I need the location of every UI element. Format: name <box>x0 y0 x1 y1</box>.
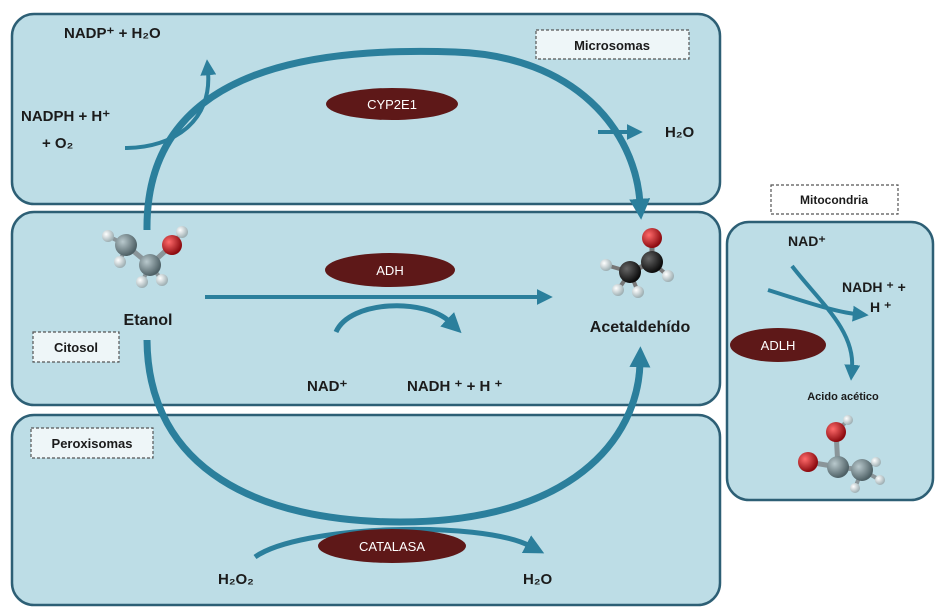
svg-text:Microsomas: Microsomas <box>574 38 650 53</box>
nadph-label: NADPH + H⁺ <box>21 108 110 125</box>
adh-enzyme: ADH <box>325 253 455 287</box>
ethanol-molecule-icon <box>102 226 188 288</box>
mito-h-label: H ⁺ <box>870 299 891 315</box>
microsome-cofactor-arrow <box>124 59 217 150</box>
catalase-pathway-arrow <box>143 339 651 526</box>
catalase-enzyme: CATALASA <box>318 529 466 563</box>
svg-text:ADLH: ADLH <box>761 338 796 353</box>
svg-text:Citosol: Citosol <box>54 340 98 355</box>
mito-nad-label: NAD⁺ <box>788 233 826 249</box>
svg-text:Peroxisomas: Peroxisomas <box>52 436 133 451</box>
svg-text:ADH: ADH <box>376 263 403 278</box>
svg-text:Mitocondria: Mitocondria <box>800 193 868 207</box>
cyp2e1-enzyme: CYP2E1 <box>326 88 458 120</box>
mitochondria-cofactor-arrow <box>767 288 869 322</box>
adlh-enzyme: ADLH <box>730 328 826 362</box>
svg-text:CYP2E1: CYP2E1 <box>367 97 417 112</box>
mitochondria-main-arrow <box>790 264 861 381</box>
adh-nadh-label: NADH ⁺ + H ⁺ <box>407 378 503 395</box>
hydrogen-peroxide-label: H₂O₂ <box>218 571 254 588</box>
peroxisome-water-label: H₂O <box>523 571 552 588</box>
mito-nadh-label: NADH ⁺ + <box>842 279 906 295</box>
acetaldehyde-molecule-icon <box>600 228 674 298</box>
acetic-acid-molecule-icon <box>798 415 885 493</box>
peroxisomes-compartment <box>10 413 722 607</box>
adh-nad-label: NAD⁺ <box>307 378 347 395</box>
oxygen-label: + O₂ <box>42 135 73 152</box>
mitochondria-compartment <box>725 220 935 502</box>
mitochondria-tag: Mitocondria <box>770 184 899 215</box>
acetaldehyde-label: Acetaldehído <box>590 319 691 336</box>
nadp-h2o-label: NADP⁺ + H₂O <box>64 25 161 42</box>
svg-text:CATALASA: CATALASA <box>359 539 425 554</box>
adh-cofactor-arrow <box>333 303 462 334</box>
cyp2e1-pathway-arrow <box>143 47 651 231</box>
microsome-water-label: H₂O <box>665 124 694 141</box>
microsomes-tag: Microsomas <box>535 29 690 60</box>
peroxisomes-tag: Peroxisomas <box>30 427 154 459</box>
cytosol-tag: Citosol <box>32 331 120 363</box>
ethanol-label: Etanol <box>124 312 173 329</box>
acetic-acid-label: Acido acético <box>807 391 879 403</box>
